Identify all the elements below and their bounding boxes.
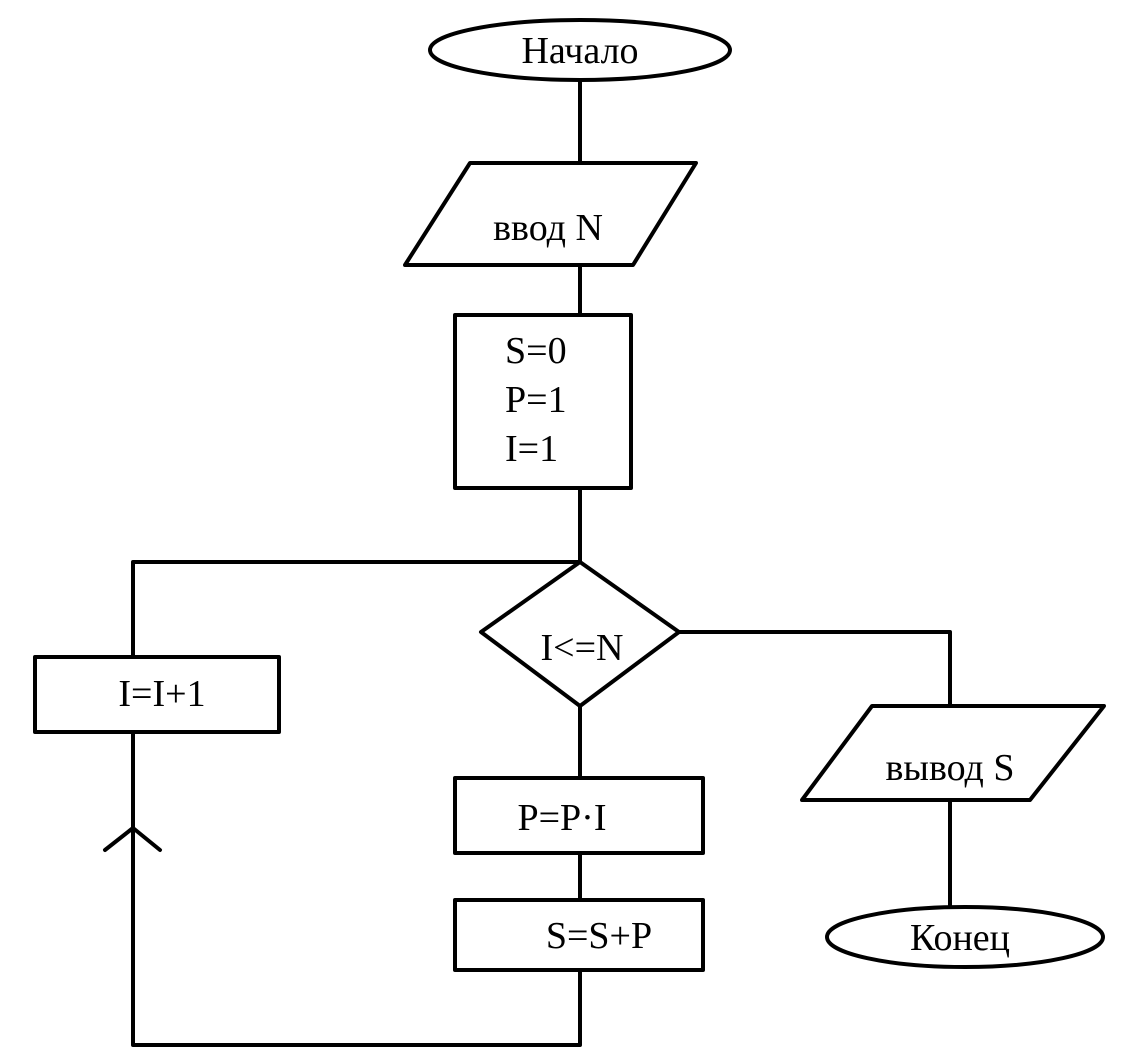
init-line-3: I=1 bbox=[505, 428, 558, 470]
end-node: Конец bbox=[825, 905, 1105, 969]
increment-node: I=I+1 bbox=[33, 655, 281, 734]
multiply-node: P=P·I bbox=[453, 776, 705, 855]
accumulate-node: S=S+P bbox=[453, 898, 705, 972]
condition-node: I<=N bbox=[479, 560, 681, 708]
output-label: вывод S bbox=[885, 747, 1014, 789]
output-node: вывод S bbox=[800, 704, 1106, 802]
end-label: Конец bbox=[910, 917, 1010, 959]
edge-accumulate-to-increment bbox=[131, 730, 582, 1047]
start-label: Начало bbox=[521, 30, 638, 72]
start-node: Начало bbox=[428, 18, 732, 82]
accumulate-label: S=S+P bbox=[546, 915, 652, 957]
flow-up-arrow bbox=[103, 826, 162, 852]
input-node: ввод N bbox=[403, 161, 698, 267]
connectors bbox=[103, 78, 952, 1047]
condition-label: I<=N bbox=[541, 627, 624, 669]
input-label: ввод N bbox=[493, 207, 603, 249]
init-line-1: S=0 bbox=[505, 330, 567, 372]
multiply-label: P=P·I bbox=[517, 797, 606, 839]
increment-label: I=I+1 bbox=[118, 673, 205, 715]
edge-condition-to-output bbox=[677, 630, 952, 708]
init-line-2: P=1 bbox=[505, 379, 567, 421]
edge-loop-back-to-condition bbox=[131, 560, 582, 659]
init-node: S=0 P=1 I=1 bbox=[453, 313, 633, 490]
